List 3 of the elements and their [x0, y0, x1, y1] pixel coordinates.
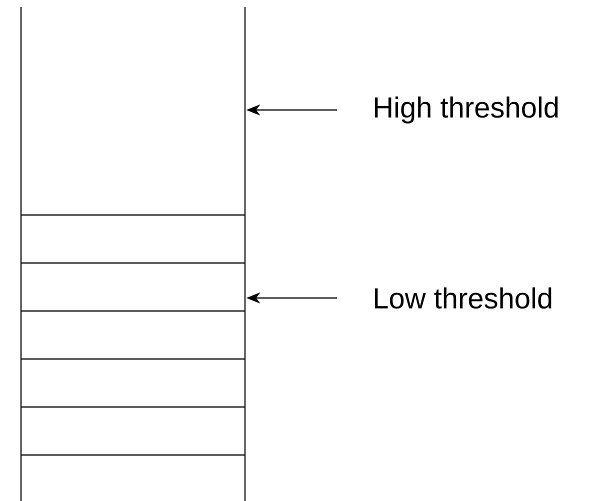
queue-drawing — [20, 7, 246, 501]
threshold-label: Low threshold — [374, 287, 552, 309]
threshold-label: High threshold — [374, 96, 558, 124]
